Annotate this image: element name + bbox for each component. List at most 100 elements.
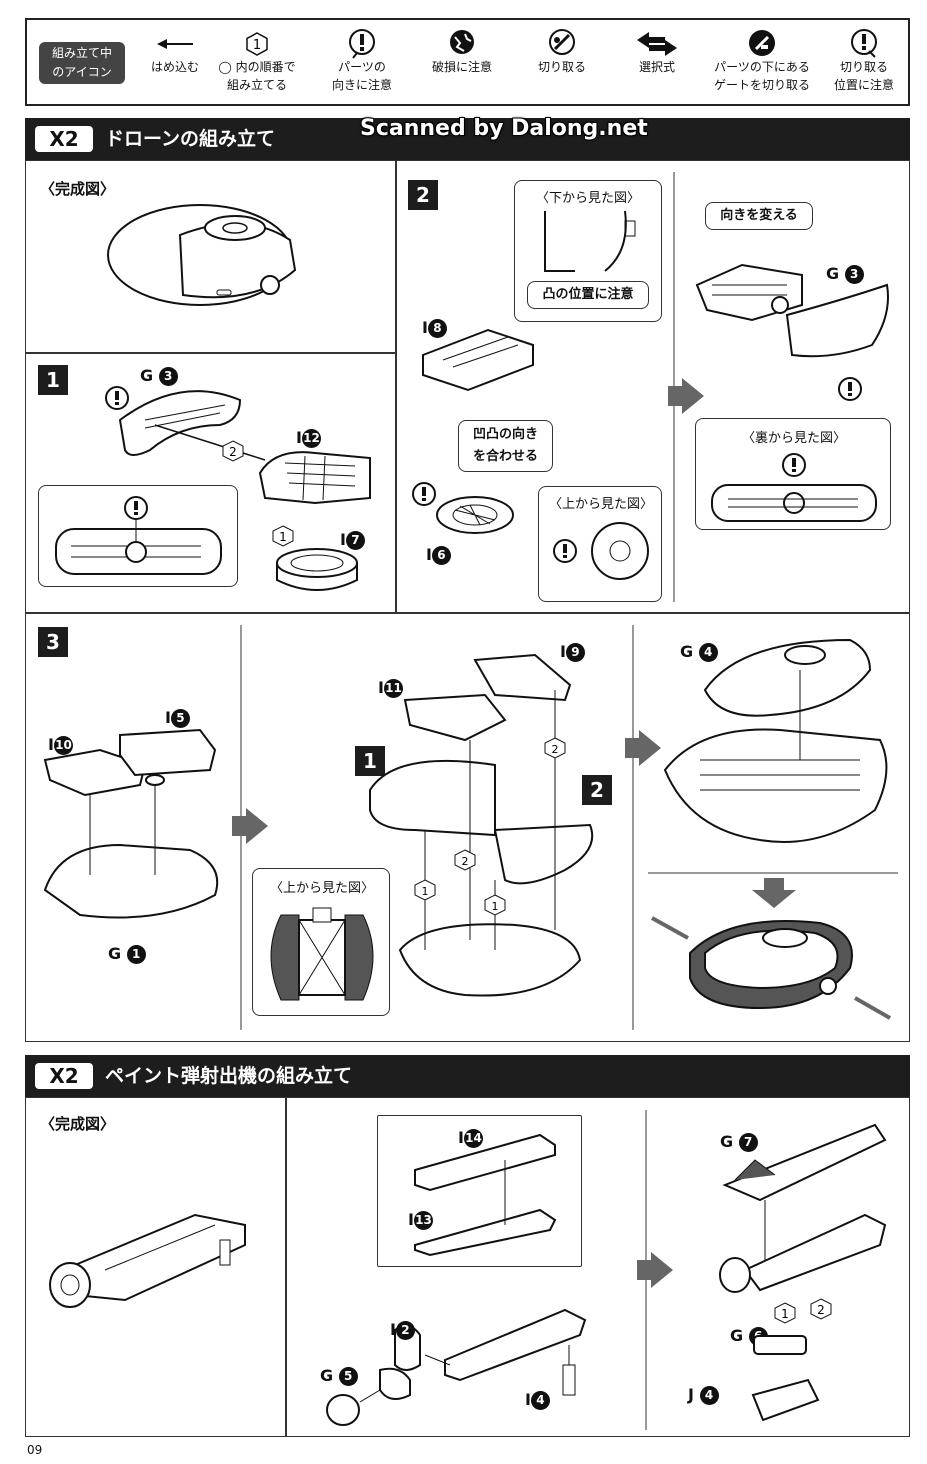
divider — [285, 1097, 287, 1437]
grille-part-illustration — [258, 451, 371, 505]
part-letter: G — [680, 642, 694, 661]
order-number: 2 — [462, 855, 469, 868]
bottom-view-callout: 〈下から見た図〉 凸の位置に注意 — [514, 180, 662, 322]
part-number-badge: 4 — [699, 1386, 719, 1405]
part-letter: G — [730, 1326, 744, 1345]
order-number: 1 — [279, 530, 287, 544]
note-box: 凸の位置に注意 — [527, 281, 649, 309]
drone-complete-illustration — [107, 204, 297, 306]
align-note-line: 凹凸の向き — [472, 427, 538, 442]
order-hexagon-icon: 1 — [215, 30, 299, 58]
substep-number: 1 — [355, 746, 385, 776]
view-label: 〈裏から見た図〉 — [741, 431, 846, 446]
part-letter: I — [296, 428, 302, 447]
top-view-callout: 〈上から見た図〉 — [538, 486, 662, 602]
part-letter: I — [422, 318, 428, 337]
section-title: ドローンの組み立て — [105, 128, 276, 150]
legend-badge: 組み立て中 のアイコン — [39, 42, 125, 84]
legend-label: パーツの — [338, 60, 386, 74]
part-letter: I — [48, 735, 54, 754]
watermark-text: Scanned by Dalong.net — [360, 116, 648, 141]
order-hexagon-icon: 1 — [272, 525, 294, 547]
multiplier-badge: X2 — [35, 1063, 93, 1089]
align-note-line: を合わせる — [472, 449, 538, 464]
part-letter: I — [390, 1320, 396, 1339]
part-number-badge: 11 — [383, 679, 403, 698]
part-number-badge: 4 — [698, 643, 718, 662]
part-label-j4: J 4 — [688, 1385, 719, 1405]
part-label-i14: I14 — [458, 1128, 483, 1148]
part-number-badge: 10 — [53, 736, 73, 755]
order-number: 2 — [817, 1303, 825, 1317]
part-letter: G — [826, 264, 840, 283]
part-letter: G — [108, 944, 122, 963]
part-number-badge: 6 — [431, 546, 451, 565]
legend-label: ゲートを切り取る — [713, 78, 810, 92]
step3-top-view-callout: 〈上から見た図〉 — [252, 868, 390, 1016]
section-title: ペイント弾射出機の組み立て — [105, 1065, 353, 1087]
back-view-callout — [38, 485, 238, 587]
part-letter: G — [320, 1366, 334, 1385]
plate-parts-illustration — [414, 1133, 557, 1257]
part-letter: G — [140, 366, 154, 385]
frame-part-illustration — [422, 328, 534, 392]
paint-launcher-assembly-panel — [25, 1097, 910, 1437]
part-letter: I — [426, 545, 432, 564]
part-number-badge: 4 — [530, 1391, 550, 1410]
order-hexagon-icon: 2 — [222, 440, 244, 462]
legend-item-direction: パーツの 向きに注意 — [317, 29, 407, 94]
legend-label: 位置に注意 — [833, 78, 894, 92]
part-number-badge: 5 — [338, 1367, 358, 1386]
part-label-g3b: G 3 — [826, 264, 864, 284]
order-hexagon-icon: 2 — [810, 1298, 832, 1320]
drone-finished-illustration — [651, 916, 891, 1020]
legend-item-breakage: 破損に注意 — [419, 30, 505, 76]
legend-label: ◯ 内の順番で — [218, 60, 296, 74]
order-number: 1 — [492, 900, 499, 913]
legend-label: 切り取る — [537, 60, 586, 74]
order-number: 1 — [422, 885, 429, 898]
order-number: 1 — [781, 1307, 789, 1321]
choice-arrows-icon — [617, 30, 697, 58]
part-number-badge: 13 — [413, 1211, 433, 1230]
down-arrow-icon — [752, 878, 796, 912]
legend-item-cut: 切り取る — [519, 29, 605, 76]
step-number: 2 — [408, 180, 438, 210]
turbine-part-illustration — [412, 482, 514, 534]
launcher-complete-illustration — [49, 1213, 246, 1308]
part-letter: I — [378, 678, 384, 697]
section-header-drone: X2 ドローンの組み立て — [25, 118, 910, 160]
legend-label: 選択式 — [638, 60, 675, 74]
part-label-g5: G 5 — [320, 1366, 358, 1386]
legend-badge-line1: 組み立て中 — [51, 46, 112, 60]
drone-top-view-illustration — [270, 907, 374, 1001]
step-number: 1 — [38, 365, 68, 395]
align-note-box: 凹凸の向き を合わせる — [458, 420, 553, 472]
part-label-i10: I10 — [48, 735, 73, 755]
base-assembly-illustration — [43, 728, 219, 919]
divider — [25, 612, 910, 614]
order-number: 2 — [229, 445, 237, 459]
complete-view-label: 〈完成図〉 — [40, 180, 116, 198]
cut-position-caution-icon — [822, 29, 906, 58]
legend-item-order: 1 ◯ 内の順番で 組み立てる — [215, 30, 299, 94]
vent-back-view-illustration — [55, 496, 222, 575]
section-header-paint-launcher: X2 ペイント弾射出機の組み立て — [25, 1055, 910, 1097]
drone-shell-part-illustration — [105, 386, 266, 461]
order-hexagon-icon: 1 — [774, 1302, 796, 1324]
breakage-caution-icon — [419, 30, 505, 58]
divider — [648, 872, 898, 874]
legend-label: はめ込む — [150, 60, 199, 74]
part-label-i11: I11 — [378, 678, 403, 698]
cut-icon — [519, 29, 605, 58]
drone-exploded-illustration: 2 2 1 1 — [369, 653, 594, 997]
legend-item-choice: 選択式 — [617, 30, 697, 76]
bottom-view-illustration — [544, 210, 636, 272]
part-number-badge: 7 — [345, 531, 365, 550]
